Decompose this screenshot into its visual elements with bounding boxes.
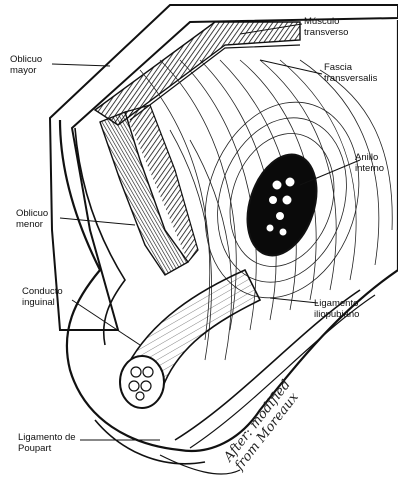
label-oblicuo-menor: Oblicuo menor bbox=[16, 208, 48, 230]
label-oblicuo-mayor: Oblicuo mayor bbox=[10, 54, 42, 76]
label-ligamento-poupart: Ligamento de Poupart bbox=[18, 432, 76, 454]
label-conducto-inguinal: Conducto inguinal bbox=[22, 286, 63, 308]
label-anillo-interno: Anillo interno bbox=[355, 152, 384, 174]
label-musculo-transverso: Músculo transverso bbox=[304, 16, 348, 38]
label-ligamento-iliopubiano: Ligamento iliopubiano bbox=[314, 298, 359, 320]
cord-cross-section bbox=[120, 356, 164, 408]
internal-ring bbox=[235, 146, 328, 265]
label-fascia-transversalis: Fascia transversalis bbox=[324, 62, 377, 84]
